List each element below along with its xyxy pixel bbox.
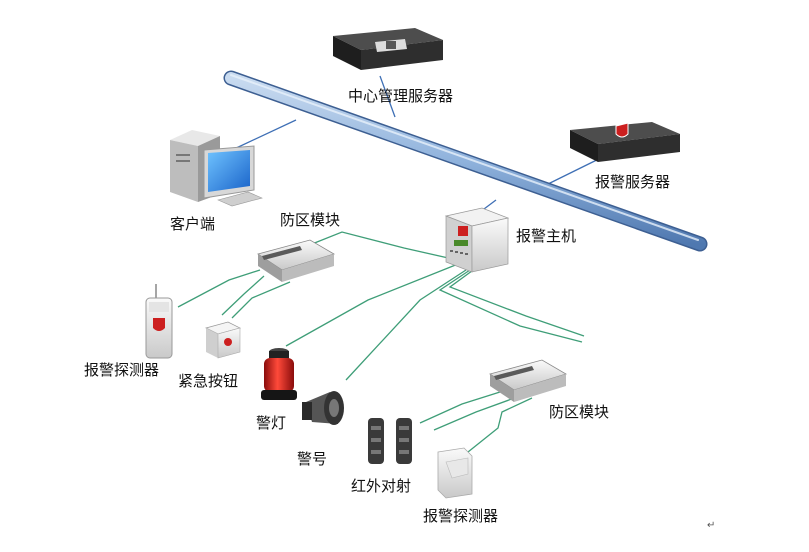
label-emergency-button: 紧急按钮: [178, 372, 239, 390]
zone-module-top: [257, 239, 335, 282]
motion-detector-bottom: [437, 447, 473, 499]
wire-zone-top-button: [221, 275, 265, 316]
label-detector-bottom: 报警探测器: [423, 507, 499, 525]
link-central-server: [379, 75, 396, 118]
wire-host-horn: [345, 269, 467, 381]
wire-zone-bottom-ir-2: [433, 395, 521, 431]
warning-light-device: [261, 348, 297, 400]
wire-zone-top-detector: [177, 269, 261, 308]
wire-zone-top-button-2: [231, 281, 291, 319]
wire-host-zone-top: [311, 231, 467, 263]
link-client: [231, 119, 297, 151]
infrared-tower-right: [396, 418, 412, 464]
label-horn: 警号: [297, 450, 328, 468]
label-warning-light: 警灯: [256, 414, 287, 432]
wire-zone-bottom-ir: [419, 391, 501, 424]
client-computer: [170, 130, 263, 207]
label-infrared-beam: 红外对射: [351, 477, 412, 495]
label-central-server: 中心管理服务器: [348, 87, 454, 105]
infrared-beam-device: [368, 418, 412, 464]
wire-host-zone-bottom-a: [438, 269, 583, 343]
label-detector-left: 报警探测器: [84, 361, 160, 379]
infrared-tower-left: [368, 418, 384, 464]
wire-host-zone-bottom-b: [448, 267, 585, 337]
alarm-host-panel: [444, 207, 510, 273]
siren-horn-device: [302, 391, 344, 425]
pir-detector-left: [145, 284, 173, 359]
wire-zone-bottom-detector: [467, 397, 533, 453]
wire-host-light: [285, 263, 459, 347]
alarm-server-device: [570, 122, 680, 162]
label-alarm-server: 报警服务器: [595, 173, 671, 191]
paragraph-mark: ↵: [707, 520, 715, 531]
label-zone-module-bottom: 防区模块: [549, 403, 610, 421]
label-zone-module-top: 防区模块: [280, 211, 341, 229]
emergency-button-device: [205, 321, 241, 359]
zone-module-bottom: [489, 359, 567, 402]
network-backbone: [223, 70, 708, 252]
field-wiring: [177, 231, 585, 453]
central-server-device: [333, 28, 443, 70]
label-client: 客户端: [170, 215, 216, 233]
label-alarm-host: 报警主机: [516, 227, 577, 245]
